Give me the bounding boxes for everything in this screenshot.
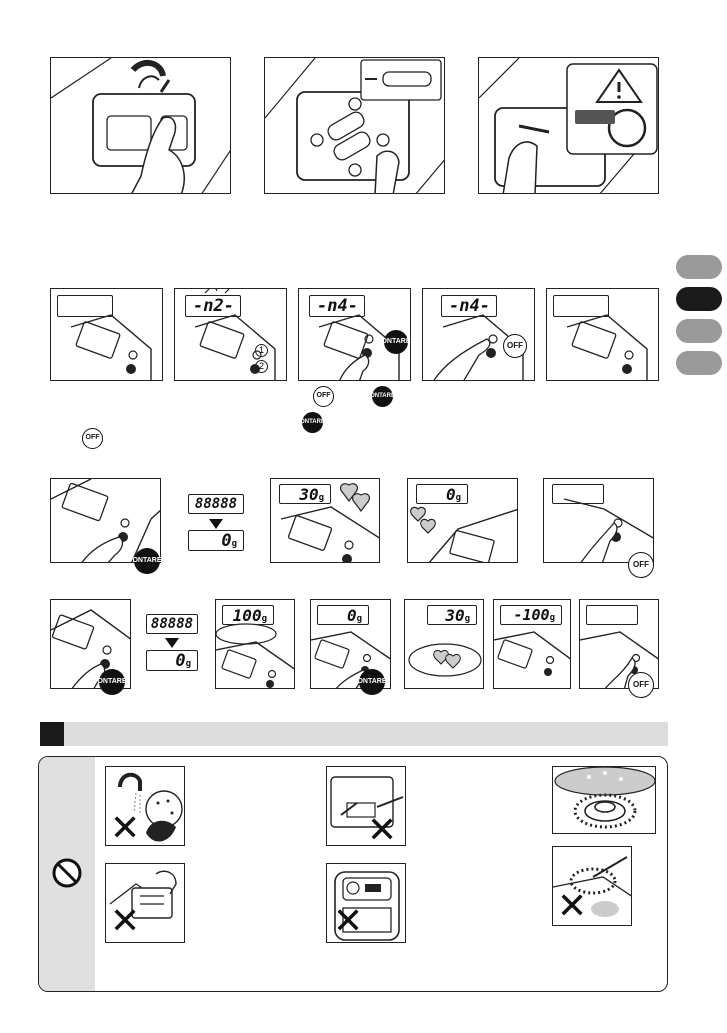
lcd-display-segment-test: 88888 — [188, 494, 244, 514]
no-disassemble-illustration: ✕ — [105, 863, 185, 943]
arrow-down-icon — [209, 519, 223, 529]
battery-insert-illustration — [264, 57, 445, 194]
unit-setting-step-5 — [546, 288, 659, 381]
off-button-icon: OFF — [628, 672, 654, 698]
circled-number-2: 2 — [255, 360, 268, 373]
section-header-bar — [40, 722, 668, 746]
language-tab-4[interactable] — [676, 351, 722, 375]
prohibited-x-icon: ✕ — [110, 904, 140, 940]
tare-step-3-bowl: 100g — [215, 599, 295, 689]
weighing-step-4-remove: 0g — [407, 478, 518, 563]
no-dishwasher-illustration: ✕ — [326, 863, 406, 943]
prohibited-x-icon: ✕ — [367, 813, 397, 846]
lcd-display: 0g — [146, 650, 198, 671]
language-tab-2[interactable] — [676, 287, 722, 311]
lcd-display: 0g — [188, 530, 244, 551]
weighing-step-5-power-off — [543, 478, 654, 563]
sensor-detail-illustration — [552, 766, 656, 834]
off-button-icon: OFF — [503, 334, 527, 358]
no-symbol-icon — [39, 757, 95, 992]
language-tab-1[interactable] — [676, 255, 722, 279]
prohibited-x-icon: ✕ — [557, 889, 587, 925]
off-button-icon: OFF — [313, 386, 334, 407]
off-button-icon: OFF — [628, 552, 654, 578]
arrow-down-icon — [165, 638, 179, 648]
prohibited-x-icon: ✕ — [333, 904, 363, 940]
no-water-rinse-illustration: ✕ — [105, 766, 185, 846]
no-press-sensor-illustration: ✕ — [552, 846, 632, 926]
weighing-step-3-strawberries: 30g — [270, 478, 380, 563]
unit-setting-step-1 — [50, 288, 163, 381]
battery-cover-close-warning-illustration — [478, 57, 659, 194]
language-tab-3[interactable] — [676, 319, 722, 343]
prohibited-x-icon: ✕ — [110, 811, 140, 846]
tare-step-6-remove-bowl: -100g — [493, 599, 571, 689]
circled-number-1: 1 — [255, 344, 268, 357]
no-sharp-object-illustration: ✕ — [326, 766, 406, 846]
lcd-display-segment-test: 88888 — [146, 614, 198, 634]
battery-cover-open-illustration — [50, 57, 231, 194]
tare-step-5-add-food: 30g — [404, 599, 484, 689]
off-button-icon: OFF — [82, 428, 103, 449]
unit-setting-step-2: -n2- 1 2 — [174, 288, 287, 381]
section-marker — [40, 722, 64, 746]
